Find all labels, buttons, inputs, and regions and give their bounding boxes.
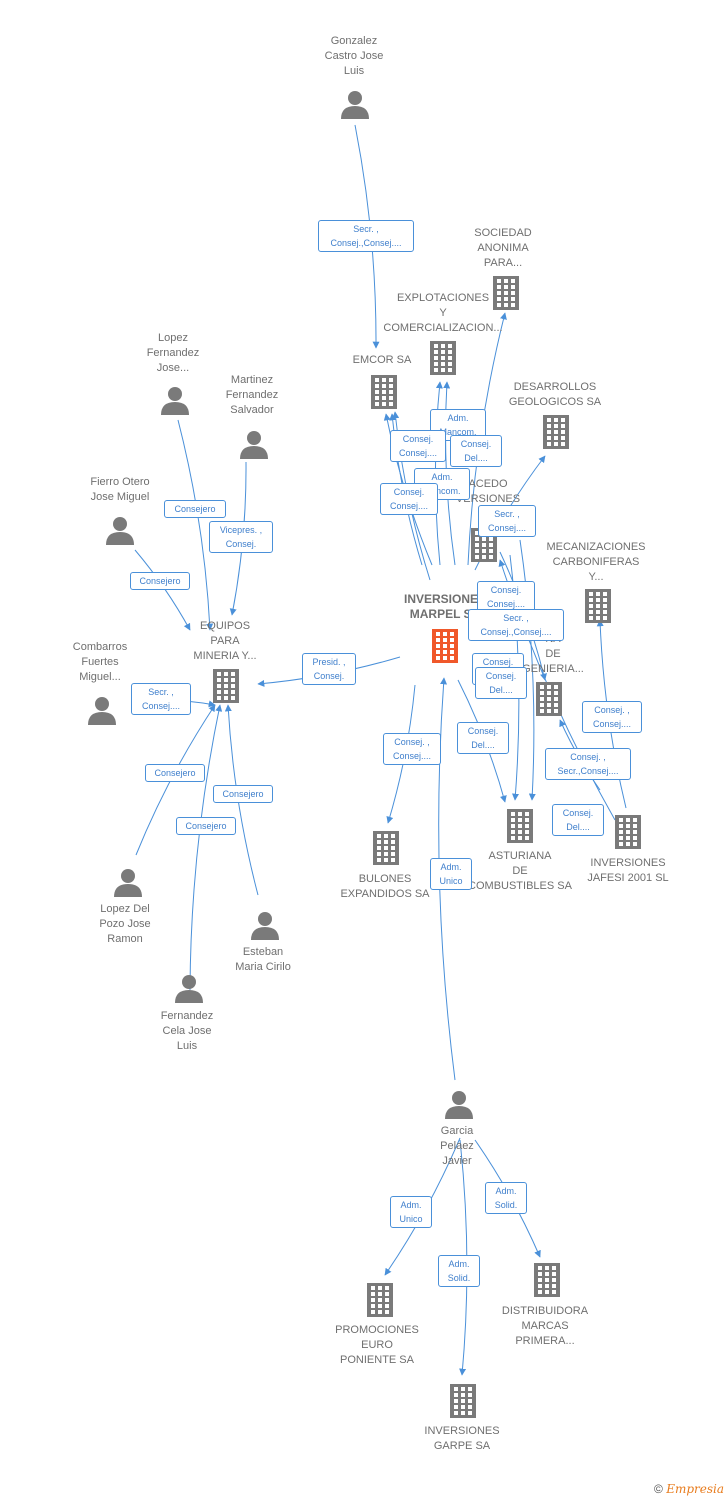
node-asturiana[interactable]: ASTURIANA DE COMBUSTIBLES SA <box>460 849 580 894</box>
connection-line <box>177 419 214 631</box>
building-icon <box>430 341 456 375</box>
building-icon <box>534 1263 560 1297</box>
edge-label[interactable]: Consej. , Consej.... <box>582 701 642 733</box>
node-emcor[interactable]: EMCOR SA <box>332 353 432 368</box>
edge-label[interactable]: Consejero <box>130 572 190 590</box>
edge-label[interactable]: Vicepres. , Consej. <box>209 521 273 553</box>
node-label: ACEDO VERSIONES <box>455 478 521 505</box>
node-label: INVERSIONES GARPE SA <box>424 1425 500 1452</box>
node-bulones[interactable]: BULONES EXPANDIDOS SA <box>325 872 445 902</box>
building-icon <box>432 629 458 663</box>
person-icon <box>251 912 279 940</box>
node-garpe[interactable]: INVERSIONES GARPE SA <box>407 1424 517 1454</box>
node-label: BULONES EXPANDIDOS SA <box>340 873 430 900</box>
node-explotaciones[interactable]: EXPLOTACIONES Y COMERCIALIZACION... <box>378 291 508 336</box>
edge-label[interactable]: Secr. , Consej.... <box>131 683 191 715</box>
node-label: EXPLOTACIONES Y COMERCIALIZACION... <box>383 292 503 334</box>
edge-label[interactable]: Consej. Del.... <box>552 804 604 836</box>
person-icon <box>88 697 116 725</box>
node-fernandez-cela[interactable]: Fernandez Cela Jose Luis <box>142 1009 232 1054</box>
node-lopez-fj[interactable]: Lopez Fernandez Jose... <box>128 331 218 376</box>
footer-brand[interactable]: © Empresia <box>654 1482 724 1496</box>
edge-label[interactable]: Consej. Consej.... <box>390 430 446 462</box>
node-label: ASTURIANA DE COMBUSTIBLES SA <box>468 850 572 892</box>
node-label: MECANIZACIONES CARBONIFERAS Y... <box>546 541 646 583</box>
edge-label[interactable]: Secr. , Consej.... <box>478 505 536 537</box>
edge-label[interactable]: Consejero <box>176 817 236 835</box>
node-label: SOCIEDAD ANONIMA PARA... <box>474 227 532 269</box>
edge-label[interactable]: Consejero <box>145 764 205 782</box>
edge-label[interactable]: Consej. Del.... <box>450 435 502 467</box>
person-icon <box>240 431 268 459</box>
node-esteban[interactable]: Esteban Maria Cirilo <box>218 945 308 975</box>
node-label: Martinez Fernandez Salvador <box>225 374 279 416</box>
connection-line <box>189 704 223 991</box>
node-gonzalez[interactable]: Gonzalez Castro Jose Luis <box>304 34 404 79</box>
building-icon <box>585 589 611 623</box>
node-garcia[interactable]: Garcia Pelaez Javier <box>412 1124 502 1169</box>
node-label: Fierro Otero Jose Miguel <box>90 476 150 503</box>
building-icon <box>507 809 533 843</box>
node-distribuidora[interactable]: DISTRIBUIDORA MARCAS PRIMERA... <box>490 1304 600 1349</box>
node-acedo[interactable]: ACEDO VERSIONES <box>448 477 528 507</box>
edge-label[interactable]: Consej. , Secr.,Consej.... <box>545 748 631 780</box>
person-icon <box>161 387 189 415</box>
edge-label[interactable]: Adm. Solid. <box>438 1255 480 1287</box>
building-icon <box>493 276 519 310</box>
building-icon <box>371 375 397 409</box>
edge-label[interactable]: Adm. Unico <box>390 1196 432 1228</box>
node-mecanizaciones[interactable]: MECANIZACIONES CARBONIFERAS Y... <box>536 540 656 585</box>
node-promociones[interactable]: PROMOCIONES EURO PONIENTE SA <box>322 1323 432 1368</box>
edge-label[interactable]: Consej. Consej.... <box>380 483 438 515</box>
connection-line <box>519 539 536 801</box>
node-label: DESARROLLOS GEOLOGICOS SA <box>508 381 602 408</box>
edge-label[interactable]: Secr. , Consej.,Consej.... <box>468 609 564 641</box>
edge-label[interactable]: Consej. Del.... <box>475 667 527 699</box>
node-label: Garcia Pelaez Javier <box>440 1125 474 1167</box>
node-label: Lopez Del Pozo Jose Ramon <box>99 903 151 945</box>
person-icon <box>106 517 134 545</box>
node-label: PROMOCIONES EURO PONIENTE SA <box>335 1324 419 1366</box>
node-sociedad[interactable]: SOCIEDAD ANONIMA PARA... <box>453 226 553 271</box>
edge-label[interactable]: Presid. , Consej. <box>302 653 356 685</box>
node-label: DISTRIBUIDORA MARCAS PRIMERA... <box>501 1305 589 1347</box>
node-desarrollos[interactable]: DESARROLLOS GEOLOGICOS SA <box>500 380 610 410</box>
building-icon <box>536 682 562 716</box>
edge-label[interactable]: Consej. Del.... <box>457 722 509 754</box>
building-icon <box>367 1283 393 1317</box>
node-label: Esteban Maria Cirilo <box>235 946 291 973</box>
edge-label[interactable]: Consejero <box>213 785 273 803</box>
connection-line <box>134 549 191 631</box>
node-lopez-pozo[interactable]: Lopez Del Pozo Jose Ramon <box>80 902 170 947</box>
edge-label[interactable]: Adm. Solid. <box>485 1182 527 1214</box>
node-equipos[interactable]: EQUIPOS PARA MINERIA Y... <box>180 619 270 664</box>
node-label: Lopez Fernandez Jose... <box>146 332 200 374</box>
node-martinez[interactable]: Martinez Fernandez Salvador <box>207 373 297 418</box>
node-label: Fernandez Cela Jose Luis <box>160 1010 214 1052</box>
person-icon <box>175 975 203 1003</box>
building-icon <box>213 669 239 703</box>
person-icon <box>114 869 142 897</box>
edge-label[interactable]: Consejero <box>164 500 226 518</box>
building-icon <box>543 415 569 449</box>
edge-label[interactable]: Consej. , Consej.... <box>383 733 441 765</box>
brand-name: Empresia <box>666 1482 724 1496</box>
node-jafesi[interactable]: INVERSIONES JAFESI 2001 SL <box>573 856 683 886</box>
node-label: EQUIPOS PARA MINERIA Y... <box>193 620 257 662</box>
building-icon <box>373 831 399 865</box>
node-label: EMCOR SA <box>352 354 412 366</box>
copyright-symbol: © <box>654 1482 663 1496</box>
node-label: Gonzalez Castro Jose Luis <box>324 35 384 77</box>
node-label: INVERSIONES JAFESI 2001 SL <box>587 857 669 884</box>
edge-label[interactable]: Adm. Unico <box>430 858 472 890</box>
building-icon <box>450 1384 476 1418</box>
person-icon <box>341 91 369 119</box>
node-fierro[interactable]: Fierro Otero Jose Miguel <box>70 475 170 505</box>
person-icon <box>445 1091 473 1119</box>
node-combarros[interactable]: Combarros Fuertes Miguel... <box>55 640 145 685</box>
node-label: Combarros Fuertes Miguel... <box>72 641 128 683</box>
building-icon <box>615 815 641 849</box>
edge-label[interactable]: Secr. , Consej.,Consej.... <box>318 220 414 252</box>
